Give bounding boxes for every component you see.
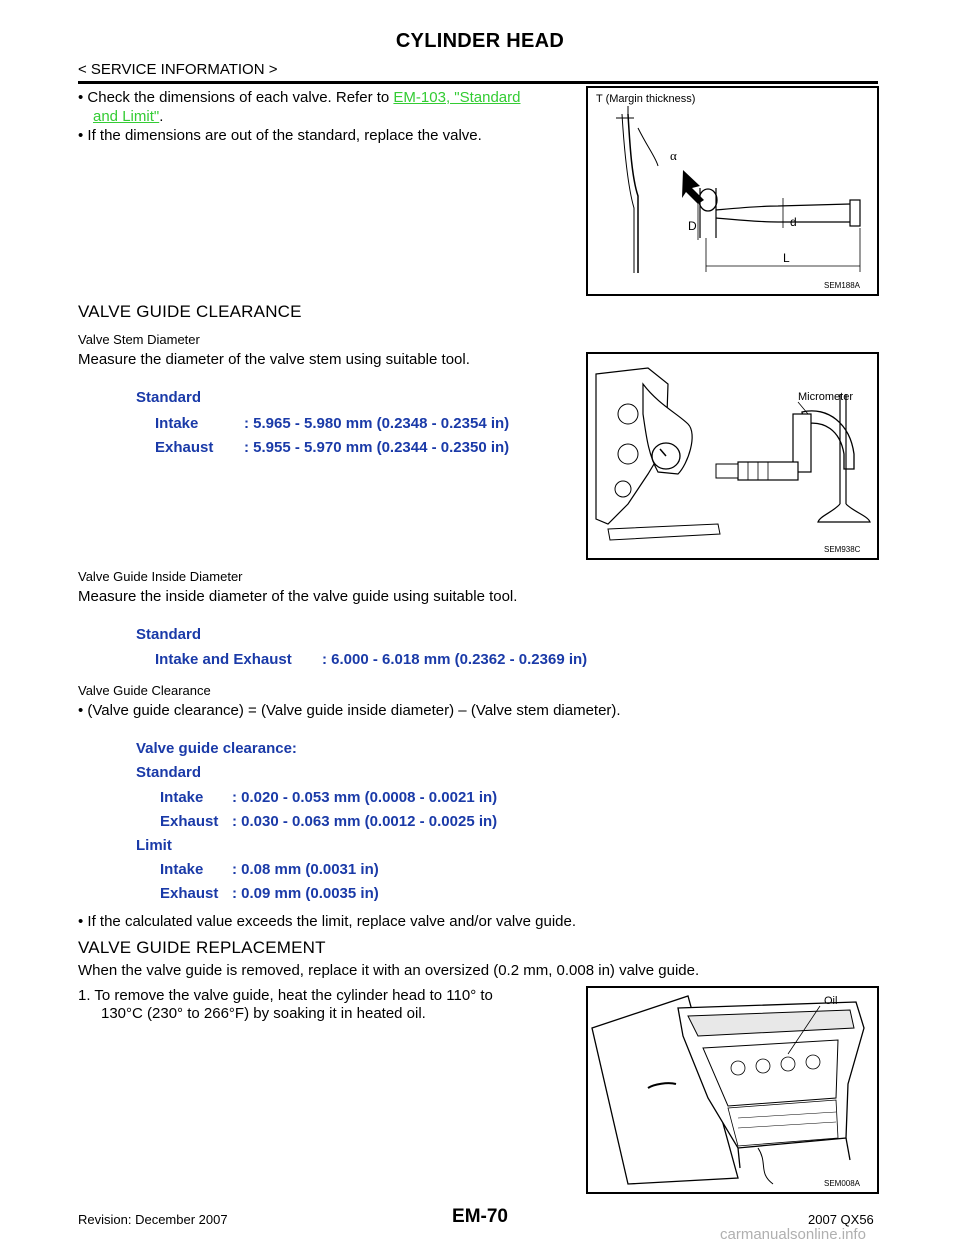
- alpha-label: α: [670, 148, 677, 163]
- valve-dimension-figure: T (Margin thickness) α D d L SEM188A: [586, 86, 879, 296]
- clearance-spec-title: Valve guide clearance:: [136, 740, 297, 757]
- clearance-lim-intake-value: : 0.08 mm (0.0031 in): [232, 861, 379, 878]
- valve-guide-clearance-subheading: Valve Guide Clearance: [78, 683, 211, 698]
- revision-date: Revision: December 2007: [78, 1212, 228, 1227]
- model-year: 2007 QX56: [808, 1212, 874, 1227]
- standard-and-limit-link[interactable]: EM-103, "Standard: [393, 89, 521, 106]
- intro-link-continuation: and Limit".: [93, 107, 163, 126]
- guide-intake-exhaust-label: Intake and Exhaust: [155, 651, 292, 668]
- clearance-std-intake-label: Intake: [160, 789, 204, 806]
- guide-standard-label: Standard: [136, 626, 202, 643]
- oil-bath-drawing: Oil SEM008A: [591, 995, 865, 1188]
- stem-exhaust-label: Exhaust: [155, 439, 214, 456]
- micrometer-figure: Micrometer SEM938C: [586, 352, 879, 560]
- step1-line2: 130°C (230° to 266°F) by soaking it in h…: [101, 1005, 426, 1022]
- length-L-label: L: [783, 251, 790, 265]
- limit-exceeded-note: • If the calculated value exceeds the li…: [78, 913, 577, 930]
- stem-intake-value: : 5.965 - 5.980 mm (0.2348 - 0.2354 in): [244, 415, 510, 432]
- clearance-std-exhaust-value: : 0.030 - 0.063 mm (0.0012 - 0.0025 in): [232, 813, 498, 830]
- oil-label: Oil: [824, 995, 837, 1007]
- clearance-standard-label: Standard: [136, 764, 202, 781]
- micrometer-drawing: Micrometer SEM938C: [595, 367, 871, 554]
- valve-guide-replacement-heading: VALVE GUIDE REPLACEMENT: [78, 938, 326, 957]
- valve-stem-diameter-heading: Valve Stem Diameter: [78, 332, 200, 347]
- valve-dimension-drawing: T (Margin thickness) α D d L SEM188A: [596, 93, 861, 290]
- figure-code-sem938c: SEM938C: [824, 545, 861, 554]
- micrometer-label: Micrometer: [798, 391, 853, 403]
- standard-and-limit-link-line2[interactable]: and Limit": [93, 108, 160, 125]
- clearance-limit-label: Limit: [136, 837, 172, 854]
- stem-intake-label: Intake: [155, 415, 199, 432]
- valve-guide-inside-diameter-heading: Valve Guide Inside Diameter: [78, 569, 243, 584]
- figure-code-sem008a: SEM008A: [824, 1179, 861, 1188]
- intro-bullet-replace-valve: • If the dimensions are out of the stand…: [78, 127, 482, 144]
- step1-line1: 1. To remove the valve guide, heat the c…: [78, 987, 493, 1004]
- clearance-lim-exhaust-label: Exhaust: [160, 885, 219, 902]
- clearance-std-exhaust-label: Exhaust: [160, 813, 219, 830]
- section-breadcrumb: < SERVICE INFORMATION >: [78, 61, 278, 78]
- clearance-lim-exhaust-value: : 0.09 mm (0.0035 in): [232, 885, 379, 902]
- valve-guide-clearance-heading: VALVE GUIDE CLEARANCE: [78, 302, 302, 321]
- watermark: carmanualsonline.info: [720, 1226, 866, 1243]
- figure-code-sem188a: SEM188A: [824, 281, 861, 290]
- margin-thickness-caption: T (Margin thickness): [596, 93, 695, 105]
- diameter-D-label: D: [688, 219, 697, 233]
- clearance-lim-intake-label: Intake: [160, 861, 204, 878]
- replacement-text: When the valve guide is removed, replace…: [78, 962, 700, 979]
- stem-d-label: d: [790, 215, 797, 229]
- page-title: CYLINDER HEAD: [395, 30, 565, 52]
- oil-bath-figure: Oil SEM008A: [586, 986, 879, 1194]
- page-number: EM-70: [452, 1206, 508, 1227]
- guide-intake-exhaust-value: : 6.000 - 6.018 mm (0.2362 - 0.2369 in): [322, 651, 588, 668]
- header-rule: [78, 81, 878, 84]
- stem-exhaust-value: : 5.955 - 5.970 mm (0.2344 - 0.2350 in): [244, 439, 510, 456]
- valve-guide-inside-text: Measure the inside diameter of the valve…: [78, 588, 518, 605]
- intro-bullet-check-dimensions: • Check the dimensions of each valve. Re…: [78, 88, 578, 107]
- valve-stem-text: Measure the diameter of the valve stem u…: [78, 351, 470, 368]
- intro-bullet-text: • Check the dimensions of each valve. Re…: [78, 89, 394, 106]
- stem-standard-label: Standard: [136, 389, 202, 406]
- clearance-formula: • (Valve guide clearance) = (Valve guide…: [78, 702, 621, 719]
- intro-bullet-end: .: [159, 108, 164, 125]
- clearance-std-intake-value: : 0.020 - 0.053 mm (0.0008 - 0.0021 in): [232, 789, 498, 806]
